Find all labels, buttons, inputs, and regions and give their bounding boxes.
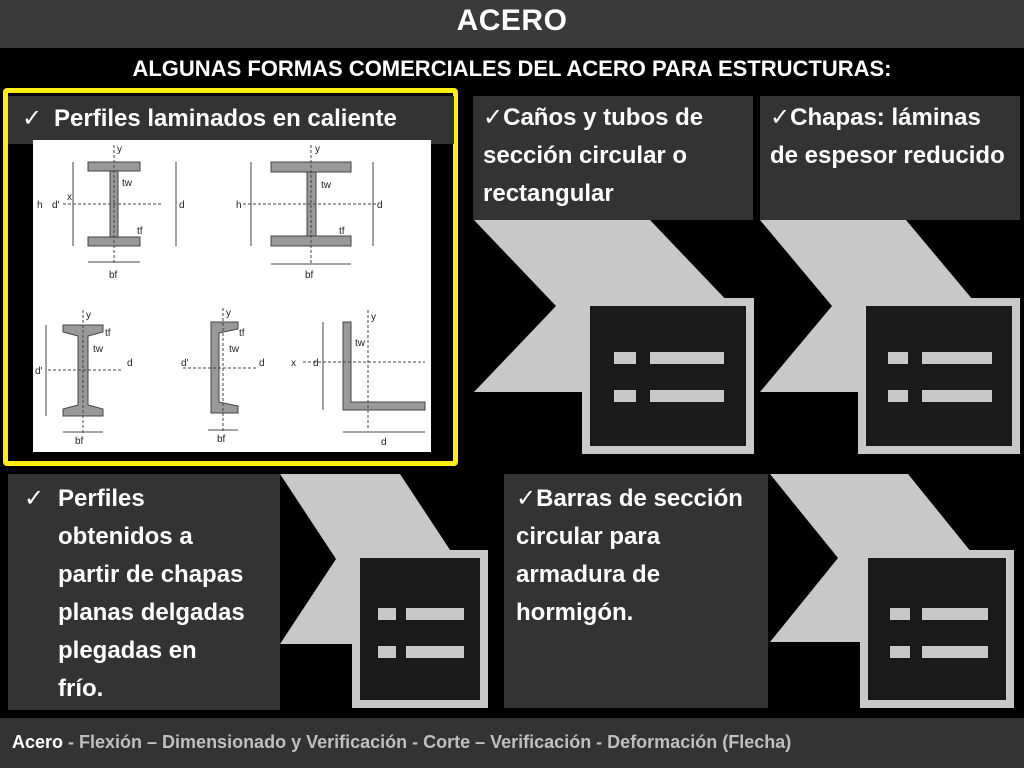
dim-label-tw-2: tw (321, 180, 332, 191)
list-line-1 (922, 608, 988, 620)
list-icon-3 (352, 550, 488, 708)
list-line-2 (922, 390, 992, 402)
dim-label-tw-5: tw (355, 338, 366, 349)
sheets-box: ✓Chapas: láminas de espesor reducido (760, 96, 1020, 220)
dim-label-d-6: d (381, 437, 387, 448)
cold-formed-line-4: planas delgadas (58, 599, 245, 626)
title-bar (0, 0, 1024, 48)
hot-rolled-label: Perfiles laminados en caliente (54, 105, 397, 132)
tubes-box: ✓Caños y tubos de sección circular o rec… (473, 96, 753, 220)
list-bullet-1 (888, 352, 908, 364)
axis-label-y: y (117, 144, 122, 155)
dim-label-h: h (37, 200, 43, 211)
list-bullet-1 (614, 352, 636, 364)
dim-label-d-2: d (377, 200, 383, 211)
list-line-2 (650, 390, 724, 402)
footer-rest: - Flexión – Dimensionado y Verificación … (63, 732, 792, 752)
cold-formed-line-5: plegadas en (58, 637, 197, 664)
footer-text: Acero - Flexión – Dimensionado y Verific… (12, 732, 791, 753)
list-bullet-1 (378, 608, 396, 620)
axis-label-y-4: y (226, 308, 231, 319)
axis-label-y-5: y (371, 312, 376, 323)
axis-label-x-5: x (291, 358, 296, 369)
axis-label-y-2: y (315, 144, 320, 155)
dim-label-bf: bf (109, 270, 118, 281)
list-bullet-2 (890, 646, 910, 658)
steel-profiles-diagram: y x h d d' tw tf bf y h d tw tf bf y tf … (33, 140, 431, 452)
list-line-2 (406, 646, 464, 658)
list-icon-4 (860, 550, 1014, 708)
dim-label-tw-3: tw (93, 344, 104, 355)
angle-profile (303, 310, 426, 433)
cold-formed-line-6: frío. (58, 675, 104, 702)
check-icon-2: ✓ (24, 485, 45, 512)
cold-formed-line-2: obtenidos a (58, 523, 193, 550)
dim-label-d-4: d (259, 358, 265, 369)
list-bullet-2 (378, 646, 396, 658)
dim-label-tw-4: tw (229, 344, 240, 355)
dim-label-dprime-4: d' (181, 358, 189, 369)
cold-formed-box: ✓ Perfiles obtenidos a partir de chapas p… (8, 474, 280, 710)
dim-label-d: d (179, 200, 185, 211)
highlight-frame (3, 88, 458, 466)
axis-label-x: x (67, 192, 72, 203)
wide-flange-profile-1 (63, 145, 177, 265)
dim-label-h-2: h (236, 200, 242, 211)
dim-label-dprime: d' (52, 200, 60, 211)
list-bullet-2 (888, 390, 908, 402)
i-beam-profile (45, 310, 123, 435)
slide-subtitle: ALGUNAS FORMAS COMERCIALES DEL ACERO PAR… (132, 56, 892, 81)
list-bullet-2 (614, 390, 636, 402)
list-line-1 (406, 608, 464, 620)
bars-box: ✓Barras de sección circular para armadur… (504, 474, 768, 708)
hot-rolled-profiles-box: ✓ Perfiles laminados en caliente (8, 96, 454, 144)
footer-bar (0, 718, 1024, 768)
dim-label-dprime-3: d' (35, 366, 43, 377)
dim-label-tf-4: tf (239, 328, 245, 339)
dim-label-bf-2: bf (305, 270, 314, 281)
dim-label-tf-3: tf (105, 328, 111, 339)
list-icon-2 (858, 298, 1020, 454)
sheets-label: ✓Chapas: láminas de espesor reducido (770, 104, 1005, 169)
tubes-label: ✓Caños y tubos de sección circular o rec… (483, 104, 704, 207)
bars-label: ✓Barras de sección circular para armadur… (516, 485, 743, 626)
list-bullet-1 (890, 608, 910, 620)
dim-label-d-3: d (127, 358, 133, 369)
slide-title: ACERO (456, 4, 568, 37)
wide-flange-profile-2 (243, 145, 378, 265)
channel-profile (183, 308, 258, 432)
check-icon: ✓ (22, 105, 43, 132)
list-line-1 (650, 352, 724, 364)
footer-main: Acero (12, 732, 64, 752)
cold-formed-line-3: partir de chapas (58, 561, 244, 588)
cold-formed-line-1: Perfiles (58, 485, 145, 512)
dim-label-tf: tf (137, 226, 143, 237)
dim-label-bf-4: bf (217, 434, 226, 445)
list-icon (582, 298, 754, 454)
dim-label-bf-3: bf (75, 436, 84, 447)
list-line-2 (922, 646, 988, 658)
axis-label-y-3: y (86, 310, 91, 321)
dim-label-tw: tw (122, 178, 133, 189)
dim-label-tf-2: tf (339, 226, 345, 237)
dim-label-d-5: d (313, 358, 319, 369)
list-line-1 (922, 352, 992, 364)
